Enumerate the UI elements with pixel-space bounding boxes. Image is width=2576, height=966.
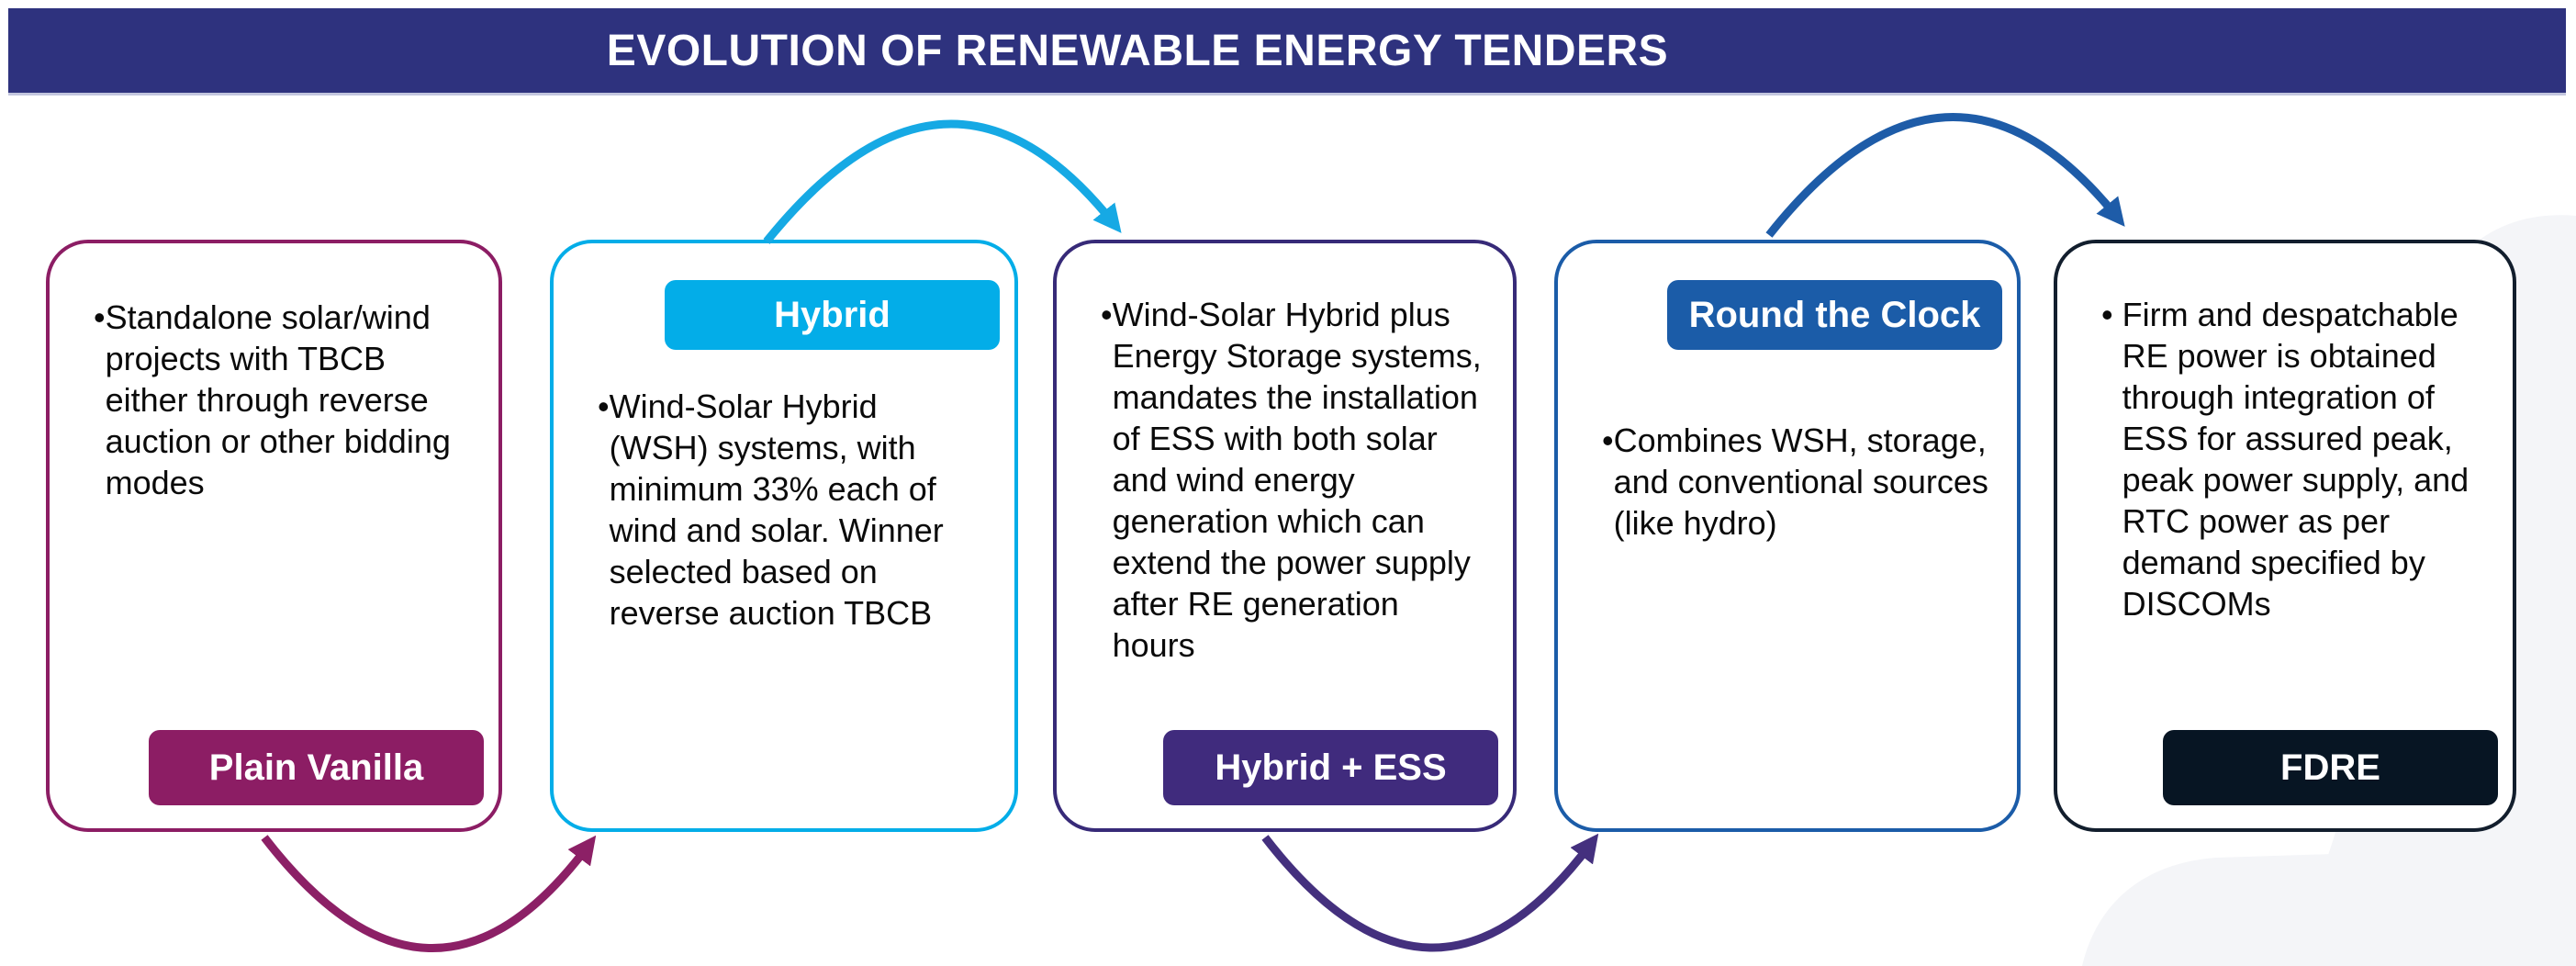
background-wedge-bottom (2082, 847, 2576, 966)
card-body: • Wind-Solar Hybrid plus Energy Storage … (1101, 294, 1485, 666)
card-body-text: Wind-Solar Hybrid (WSH) systems, with mi… (609, 388, 944, 632)
badge-round-the-clock: Round the Clock (1667, 280, 2002, 350)
bullet-marker: • (598, 388, 610, 425)
card-body-text: Combines WSH, storage, and conventional … (1613, 421, 1988, 542)
card-fdre: • Firm and despatchable RE power is obta… (2054, 240, 2516, 832)
bullet-marker: • (1602, 421, 1614, 459)
badge-hybrid-ess: Hybrid + ESS (1163, 730, 1498, 805)
title-bar: EVOLUTION OF RENEWABLE ENERGY TENDERS (8, 8, 2566, 93)
card-body-text: Firm and despatchable RE power is obtain… (2122, 296, 2470, 623)
card-body: • Firm and despatchable RE power is obta… (2101, 294, 2485, 624)
badge-fdre: FDRE (2163, 730, 2498, 805)
badge-hybrid: Hybrid (665, 280, 1000, 350)
badge-plain-vanilla: Plain Vanilla (149, 730, 484, 805)
card-body: • Wind-Solar Hybrid (WSH) systems, with … (598, 386, 965, 634)
card-body-text: Wind-Solar Hybrid plus Energy Storage sy… (1112, 296, 1482, 664)
card-plain-vanilla: • Standalone solar/wind projects with TB… (46, 240, 502, 832)
bullet-marker: • (2101, 296, 2113, 333)
card-hybrid: Hybrid • Wind-Solar Hybrid (WSH) systems… (550, 240, 1018, 832)
card-round-the-clock: Round the Clock • Combines WSH, storage,… (1554, 240, 2021, 832)
bullet-marker: • (1101, 296, 1113, 333)
card-body: • Standalone solar/wind projects with TB… (94, 297, 452, 503)
page-title: EVOLUTION OF RENEWABLE ENERGY TENDERS (606, 26, 1669, 75)
card-body-text: Standalone solar/wind projects with TBCB… (105, 298, 451, 501)
card-hybrid-ess: • Wind-Solar Hybrid plus Energy Storage … (1053, 240, 1517, 832)
card-body: • Combines WSH, storage, and conventiona… (1602, 420, 1989, 544)
bullet-marker: • (94, 298, 106, 336)
